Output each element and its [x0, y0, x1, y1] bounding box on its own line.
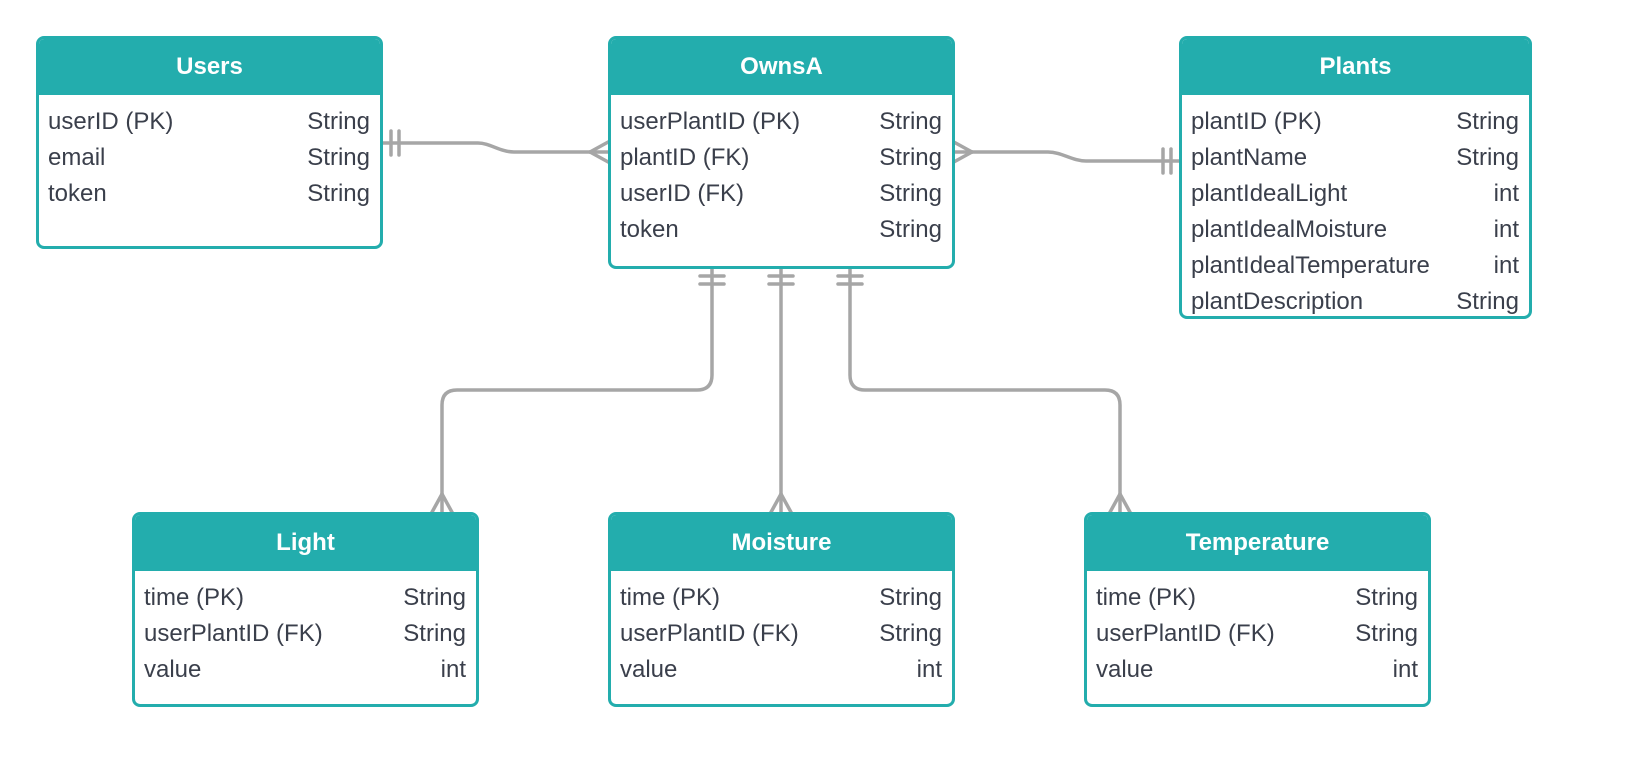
relationship-ownsa-temperature: [836, 265, 1133, 516]
field-row: userID (PK) String: [48, 104, 370, 140]
relationship-ownsa-moisture: [767, 265, 795, 516]
field-row: userPlantID (PK) String: [620, 104, 942, 140]
field-type: String: [1456, 288, 1519, 315]
entity-ownsa[interactable]: OwnsA userPlantID (PK) String plantID (FK…: [608, 36, 955, 269]
entity-fields: time (PK) String userPlantID (FK) String v…: [611, 571, 952, 688]
entity-temperature[interactable]: Temperature time (PK) String userPlantID …: [1084, 512, 1431, 707]
field-row: userID (FK) String: [620, 176, 942, 212]
field-row: plantIdealMoisture int: [1191, 212, 1519, 248]
entity-fields: time (PK) String userPlantID (FK) String v…: [135, 571, 476, 688]
field-name: userPlantID (FK): [620, 620, 799, 647]
field-type: String: [307, 108, 370, 135]
field-name: time (PK): [144, 584, 245, 611]
field-name: value: [1096, 656, 1154, 683]
field-type: String: [1456, 144, 1519, 171]
field-row: plantName String: [1191, 140, 1519, 176]
entity-title: Light: [135, 515, 476, 571]
field-row: value int: [144, 652, 466, 688]
field-name: time (PK): [1096, 584, 1197, 611]
entity-title: Temperature: [1087, 515, 1428, 571]
field-name: value: [620, 656, 678, 683]
relationship-ownsa-light: [429, 265, 726, 516]
field-name: plantID (FK): [620, 144, 750, 171]
field-row: plantIdealTemperature int: [1191, 248, 1519, 284]
field-row: email String: [48, 140, 370, 176]
field-name: plantName: [1191, 144, 1308, 171]
field-row: token String: [48, 176, 370, 212]
field-type: int: [916, 656, 942, 683]
field-row: value int: [620, 652, 942, 688]
field-name: plantIdealMoisture: [1191, 216, 1388, 243]
field-row: plantDescription String: [1191, 284, 1519, 316]
field-row: time (PK) String: [1096, 580, 1418, 616]
field-type: String: [307, 180, 370, 207]
field-name: token: [48, 180, 107, 207]
field-name: plantID (PK): [1191, 108, 1322, 135]
entity-light[interactable]: Light time (PK) String userPlantID (FK) St…: [132, 512, 479, 707]
field-name: email: [48, 144, 106, 171]
field-type: String: [1456, 108, 1519, 135]
field-name: token: [620, 216, 679, 243]
field-type: int: [440, 656, 466, 683]
field-type: String: [1355, 584, 1418, 611]
field-type: String: [879, 144, 942, 171]
field-name: userID (PK): [48, 108, 174, 135]
field-name: plantIdealTemperature: [1191, 252, 1430, 279]
field-name: plantDescription: [1191, 288, 1364, 315]
field-type: String: [1355, 620, 1418, 647]
entity-moisture[interactable]: Moisture time (PK) String userPlantID (FK…: [608, 512, 955, 707]
field-row: plantIdealLight int: [1191, 176, 1519, 212]
field-row: value int: [1096, 652, 1418, 688]
field-type: String: [403, 620, 466, 647]
field-name: time (PK): [620, 584, 721, 611]
field-row: plantID (PK) String: [1191, 104, 1519, 140]
field-row: userPlantID (FK) String: [1096, 616, 1418, 652]
field-type: int: [1493, 216, 1519, 243]
field-type: String: [879, 108, 942, 135]
field-name: userPlantID (PK): [620, 108, 801, 135]
entity-title: Moisture: [611, 515, 952, 571]
field-row: token String: [620, 212, 942, 248]
field-type: String: [879, 216, 942, 243]
field-type: String: [403, 584, 466, 611]
entity-fields: userPlantID (PK) String plantID (FK) Strin…: [611, 95, 952, 248]
entity-title: Users: [39, 39, 380, 95]
field-name: userPlantID (FK): [1096, 620, 1275, 647]
field-row: userPlantID (FK) String: [144, 616, 466, 652]
field-type: int: [1493, 180, 1519, 207]
field-type: String: [879, 620, 942, 647]
entity-fields: time (PK) String userPlantID (FK) String v…: [1087, 571, 1428, 688]
field-type: String: [879, 180, 942, 207]
field-name: userPlantID (FK): [144, 620, 323, 647]
field-name: plantIdealLight: [1191, 180, 1348, 207]
field-type: int: [1493, 252, 1519, 279]
field-type: String: [879, 584, 942, 611]
entity-title: Plants: [1182, 39, 1529, 95]
relationship-ownsa-plants: [950, 139, 1183, 175]
field-type: int: [1392, 656, 1418, 683]
field-type: String: [307, 144, 370, 171]
field-name: value: [144, 656, 202, 683]
field-name: userID (FK): [620, 180, 745, 207]
field-row: time (PK) String: [144, 580, 466, 616]
field-row: plantID (FK) String: [620, 140, 942, 176]
entity-title: OwnsA: [611, 39, 952, 95]
relationship-users-ownsa: [380, 129, 612, 165]
field-row: userPlantID (FK) String: [620, 616, 942, 652]
field-row: time (PK) String: [620, 580, 942, 616]
